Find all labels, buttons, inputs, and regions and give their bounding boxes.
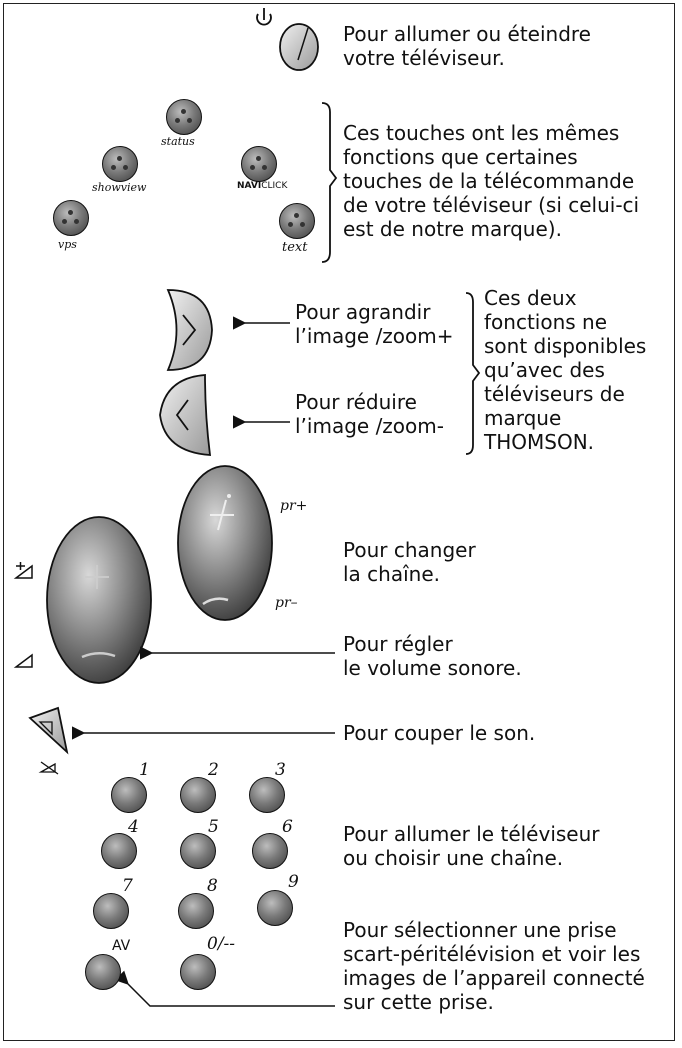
digit-button-0[interactable]: [180, 954, 216, 990]
av-arrow: [114, 970, 335, 1007]
caption-line: fonctions que certaines: [343, 145, 578, 169]
status-label: status: [161, 135, 195, 148]
caption-line: Pour réduire: [295, 390, 417, 414]
caption-line: Pour changer: [343, 538, 476, 562]
av-label: AV: [112, 938, 131, 954]
channel-caption: Pour changer la chaîne.: [343, 538, 476, 586]
icon-names: power-icon status-button showview-button…: [0, 0, 1, 1]
mute-icon: [38, 761, 59, 775]
digit-button-8[interactable]: [178, 893, 214, 929]
digit-label: 1: [139, 760, 150, 780]
functions-bracket: [321, 102, 338, 263]
power-icon: [256, 8, 272, 26]
caption-line: Pour allumer ou éteindre: [343, 22, 591, 46]
digit-button-5[interactable]: [180, 833, 216, 869]
caption-line: images de l’appareil connecté: [343, 966, 645, 990]
digit-button-4[interactable]: [101, 833, 137, 869]
caption-line: le volume sonore.: [343, 656, 522, 680]
caption-line: THOMSON.: [484, 430, 595, 454]
naviclick-label: NAVICLICK: [237, 181, 287, 191]
caption-line: Ces deux: [484, 286, 577, 310]
showview-button[interactable]: [102, 146, 138, 182]
naviclick-rest: CLICK: [261, 181, 288, 191]
zoom-out-button[interactable]: [159, 374, 212, 456]
text-label: text: [282, 240, 308, 255]
text-button[interactable]: [279, 203, 315, 239]
caption-line: touches de la télécommande: [343, 169, 635, 193]
digit-label: 2: [208, 760, 219, 780]
mute-caption: Pour couper le son.: [343, 721, 535, 745]
pr-plus-label: pr+: [280, 498, 308, 514]
digit-label: 7: [122, 876, 133, 896]
caption-line: sont disponibles: [484, 334, 647, 358]
caption-line: Pour agrandir: [295, 300, 431, 324]
digit-label: 9: [288, 872, 299, 892]
caption-line: ou choisir une chaîne.: [343, 846, 564, 870]
zoom-in-button[interactable]: [166, 289, 213, 371]
volume-down-icon: [13, 653, 33, 668]
page-frame: [3, 3, 675, 1041]
zoom-out-caption: Pour réduire l’image /zoom-: [295, 390, 444, 438]
digit-label: 6: [282, 817, 293, 837]
digit-button-1[interactable]: [111, 777, 147, 813]
naviclick-bold: NAVI: [237, 181, 262, 191]
caption-line: Pour couper le son.: [343, 721, 536, 745]
vps-label: vps: [58, 238, 77, 251]
power-button[interactable]: [279, 23, 319, 71]
power-caption: Pour allumer ou éteindre votre téléviseu…: [343, 22, 591, 70]
volume-caption: Pour régler le volume sonore.: [343, 632, 522, 680]
program-rocker[interactable]: [177, 465, 273, 621]
status-button[interactable]: [166, 99, 202, 135]
digit-button-2[interactable]: [180, 777, 216, 813]
volume-rocker[interactable]: [46, 516, 152, 684]
caption-line: Ces touches ont les mêmes: [343, 121, 620, 145]
mute-button[interactable]: [28, 706, 69, 755]
caption-line: marque: [484, 406, 562, 430]
caption-line: l’image /zoom+: [295, 324, 454, 348]
caption-line: fonctions ne: [484, 310, 608, 334]
digit-label: 0/--: [207, 934, 236, 954]
caption-line: Pour régler: [343, 632, 453, 656]
digit-button-3[interactable]: [249, 777, 285, 813]
digit-button-9[interactable]: [257, 890, 293, 926]
av-button[interactable]: [85, 954, 121, 990]
numbers-caption: Pour allumer le téléviseur ou choisir un…: [343, 822, 600, 870]
functions-caption: Ces touches ont les mêmes fonctions que …: [343, 121, 639, 241]
zoom-in-caption: Pour agrandir l’image /zoom+: [295, 300, 454, 348]
digit-button-7[interactable]: [93, 893, 129, 929]
digit-label: 5: [208, 817, 219, 837]
caption-line: votre téléviseur.: [343, 46, 505, 70]
naviclick-button[interactable]: [241, 146, 277, 182]
caption-line: téléviseurs de: [484, 382, 625, 406]
caption-line: de votre téléviseur (si celui-ci: [343, 193, 640, 217]
pr-minus-label: pr–: [275, 595, 298, 611]
av-caption: Pour sélectionner une prise scart-périté…: [343, 918, 645, 1014]
caption-line: scart-péritélévision et voir les: [343, 942, 641, 966]
caption-line: Pour allumer le téléviseur: [343, 822, 600, 846]
icon-name: power-icon: [0, 0, 1, 1]
thomson-bracket: [465, 292, 481, 455]
digit-label: 8: [207, 876, 218, 896]
caption-line: la chaîne.: [343, 562, 440, 586]
thomson-note: Ces deux fonctions ne sont disponibles q…: [484, 286, 646, 454]
digit-button-6[interactable]: [252, 833, 288, 869]
digit-label: 3: [275, 760, 286, 780]
vps-button[interactable]: [53, 200, 89, 236]
caption-line: Pour sélectionner une prise: [343, 918, 617, 942]
showview-label: showview: [92, 181, 147, 194]
volume-up-icon: [13, 562, 33, 579]
caption-line: sur cette prise.: [343, 990, 494, 1014]
digit-label: 4: [128, 817, 139, 837]
caption-line: qu’avec des: [484, 358, 605, 382]
caption-line: l’image /zoom-: [295, 414, 444, 438]
caption-line: est de notre marque).: [343, 217, 562, 241]
